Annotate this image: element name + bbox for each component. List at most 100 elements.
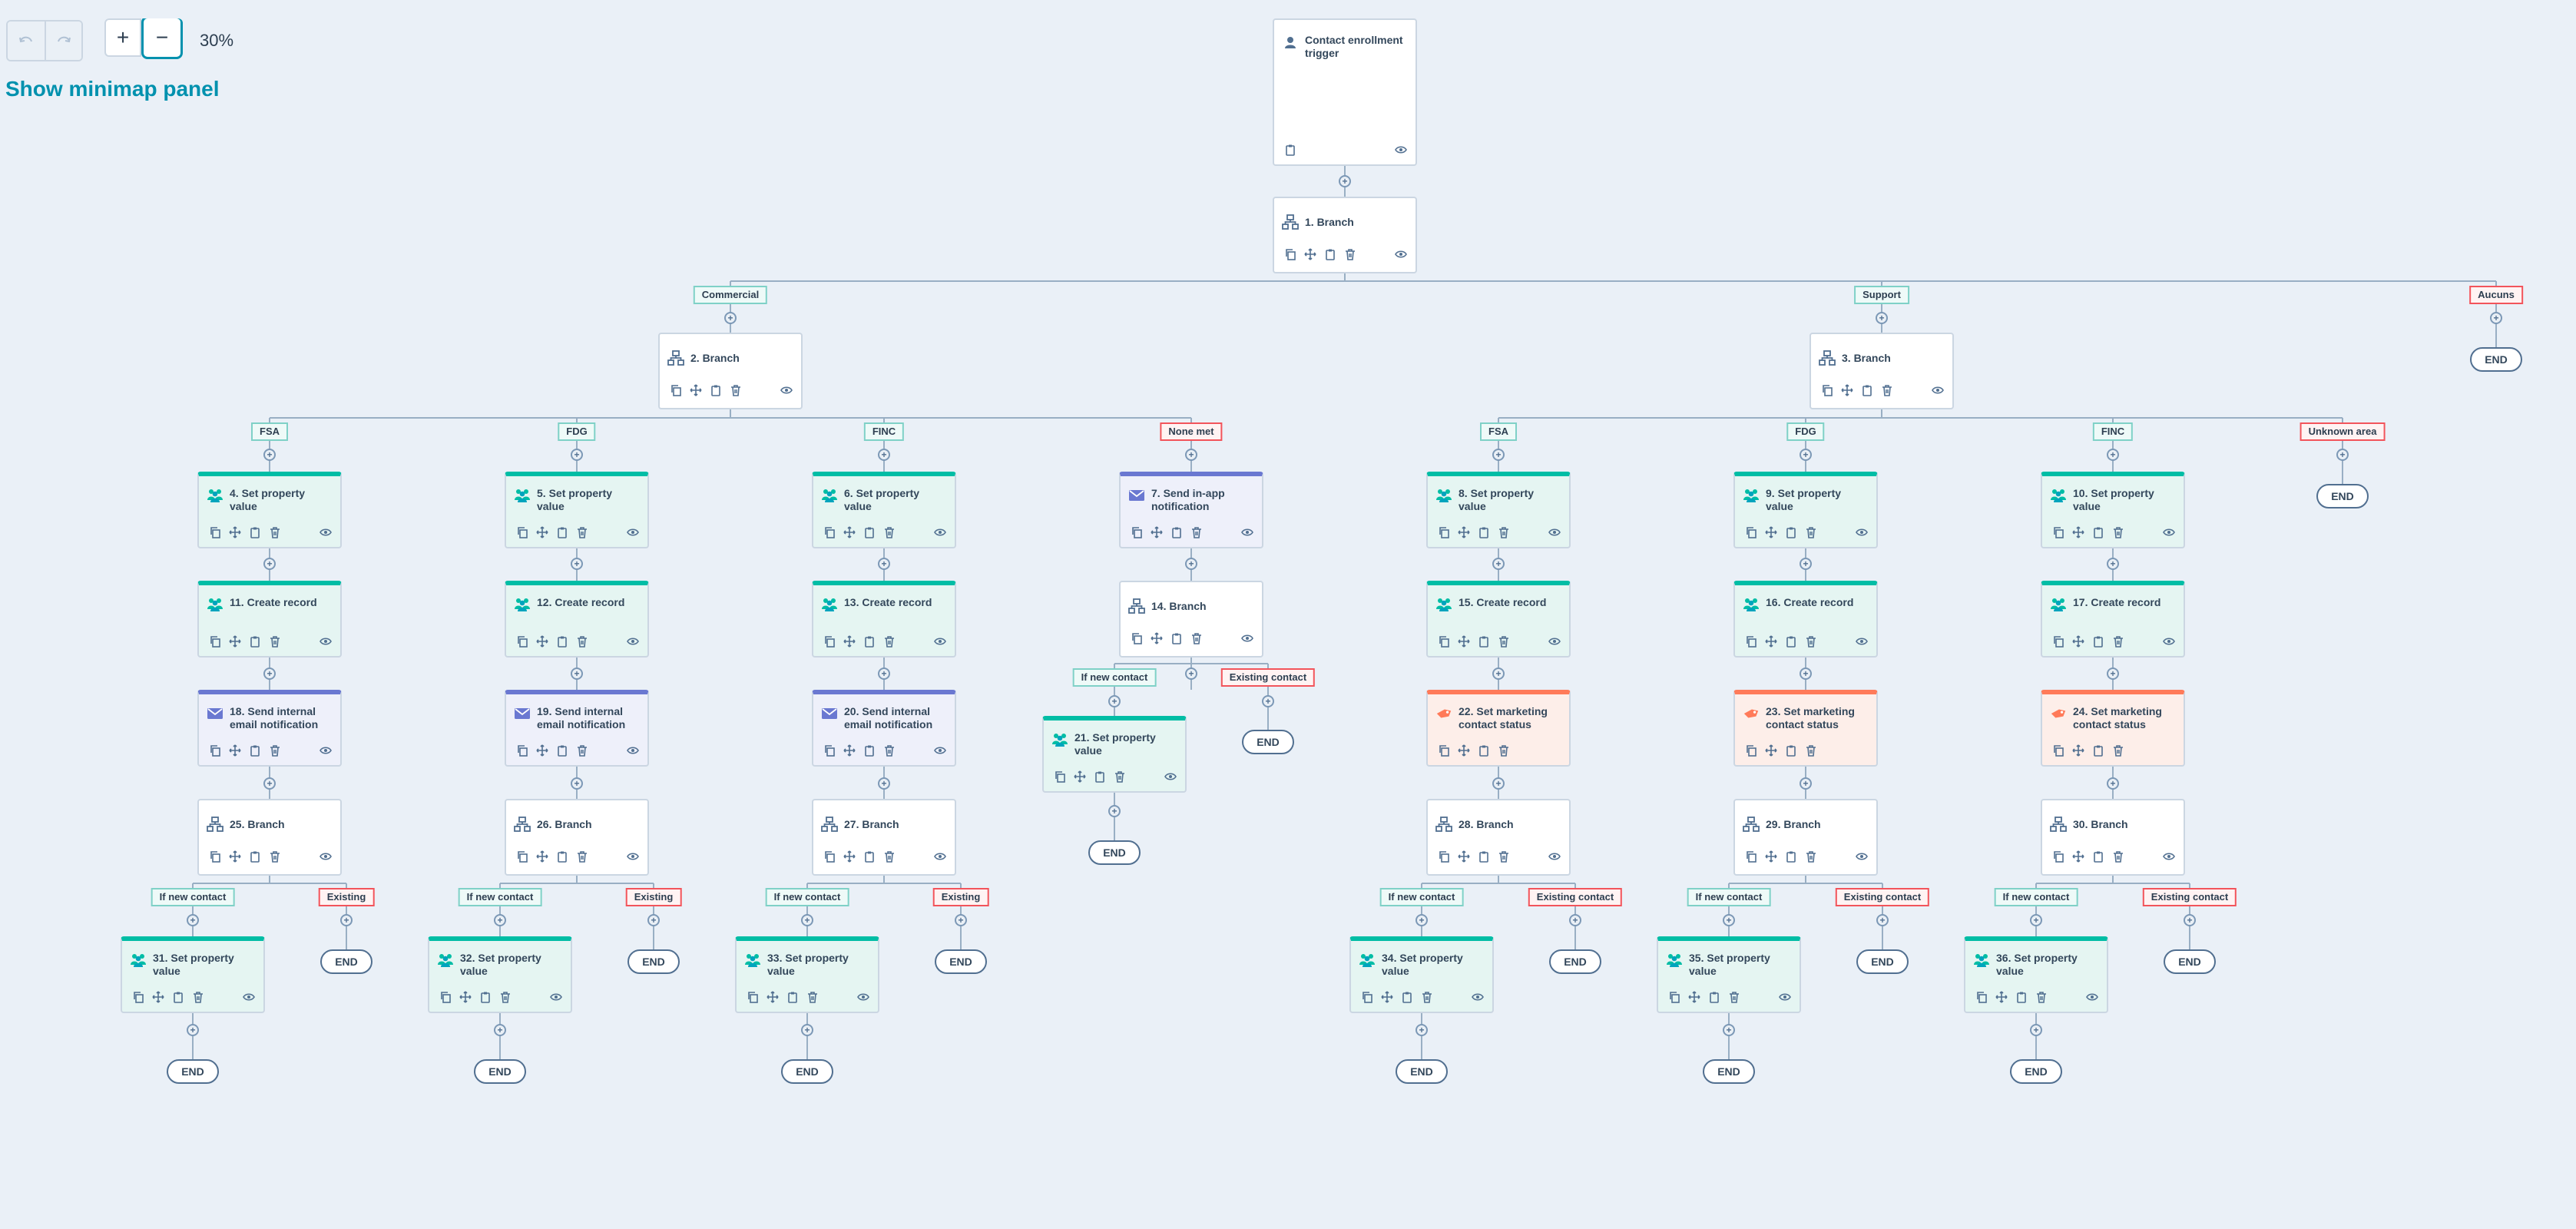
add-action-button[interactable]: + [878, 449, 890, 461]
clipboard-icon[interactable] [1784, 525, 1798, 539]
branch-label[interactable]: None met [1160, 422, 1223, 441]
trash-icon[interactable] [1497, 744, 1511, 757]
add-action-button[interactable]: + [1492, 449, 1505, 461]
copy-icon[interactable] [1130, 525, 1144, 539]
copy-icon[interactable] [1744, 525, 1758, 539]
eye-icon[interactable] [933, 850, 947, 863]
add-action-button[interactable]: + [955, 914, 967, 926]
move-icon[interactable] [535, 525, 549, 539]
clipboard-icon[interactable] [863, 744, 876, 757]
workflow-action-card[interactable]: 16. Create record [1733, 581, 1878, 658]
add-action-button[interactable]: + [1876, 312, 1888, 324]
workflow-action-card[interactable]: 7. Send in-app notification [1119, 472, 1263, 548]
trash-icon[interactable] [1880, 383, 1894, 397]
workflow-action-card[interactable]: 31. Set property value [121, 936, 265, 1013]
eye-icon[interactable] [1931, 383, 1945, 397]
clipboard-icon[interactable] [1860, 383, 1874, 397]
eye-icon[interactable] [1855, 634, 1869, 648]
workflow-action-card[interactable]: 32. Set property value [428, 936, 572, 1013]
eye-icon[interactable] [1394, 143, 1408, 157]
move-icon[interactable] [1764, 850, 1778, 863]
clipboard-icon[interactable] [1477, 634, 1491, 648]
move-icon[interactable] [1073, 770, 1087, 783]
trash-icon[interactable] [2111, 744, 2125, 757]
copy-icon[interactable] [1130, 631, 1144, 645]
copy-icon[interactable] [515, 744, 529, 757]
clipboard-icon[interactable] [2091, 525, 2105, 539]
move-icon[interactable] [2071, 850, 2085, 863]
trash-icon[interactable] [882, 744, 896, 757]
copy-icon[interactable] [1667, 990, 1681, 1004]
eye-icon[interactable] [1394, 247, 1408, 261]
eye-icon[interactable] [1471, 990, 1485, 1004]
add-action-button[interactable]: + [2336, 449, 2349, 461]
workflow-action-card[interactable]: 21. Set property value [1042, 716, 1187, 793]
eye-icon[interactable] [2162, 634, 2176, 648]
add-action-button[interactable]: + [2107, 558, 2119, 570]
clipboard-icon[interactable] [2091, 634, 2105, 648]
branch-label[interactable]: Unknown area [2300, 422, 2386, 441]
clipboard-icon[interactable] [555, 634, 569, 648]
move-icon[interactable] [1457, 525, 1471, 539]
copy-icon[interactable] [2051, 744, 2065, 757]
clipboard-icon[interactable] [1170, 525, 1184, 539]
copy-icon[interactable] [515, 634, 529, 648]
workflow-action-card[interactable]: 6. Set property value [812, 472, 956, 548]
add-action-button[interactable]: + [1492, 558, 1505, 570]
move-icon[interactable] [1457, 744, 1471, 757]
clipboard-icon[interactable] [709, 383, 723, 397]
trash-icon[interactable] [1804, 634, 1818, 648]
branch-label[interactable]: If new contact [765, 888, 849, 906]
trash-icon[interactable] [268, 850, 282, 863]
clipboard-icon[interactable] [248, 525, 262, 539]
workflow-action-card[interactable]: 29. Branch [1733, 799, 1878, 876]
add-action-button[interactable]: + [878, 558, 890, 570]
copy-icon[interactable] [1053, 770, 1067, 783]
add-action-button[interactable]: + [878, 668, 890, 680]
trash-icon[interactable] [575, 634, 589, 648]
move-icon[interactable] [151, 990, 165, 1004]
move-icon[interactable] [1764, 744, 1778, 757]
add-action-button[interactable]: + [1800, 668, 1812, 680]
move-icon[interactable] [843, 634, 856, 648]
workflow-action-card[interactable]: 33. Set property value [735, 936, 879, 1013]
eye-icon[interactable] [2162, 850, 2176, 863]
eye-icon[interactable] [780, 383, 793, 397]
copy-icon[interactable] [208, 525, 222, 539]
enrollment-trigger-card[interactable]: Contact enrollment trigger [1273, 18, 1417, 166]
workflow-action-card[interactable]: 35. Set property value [1657, 936, 1801, 1013]
add-action-button[interactable]: + [2490, 312, 2502, 324]
add-action-button[interactable]: + [1800, 449, 1812, 461]
clipboard-icon[interactable] [248, 634, 262, 648]
branch-label[interactable]: FINC [2092, 422, 2134, 441]
trash-icon[interactable] [2111, 850, 2125, 863]
workflow-action-card[interactable]: 24. Set marketing contact status [2041, 690, 2185, 767]
copy-icon[interactable] [1283, 247, 1297, 261]
clipboard-icon[interactable] [863, 634, 876, 648]
add-action-button[interactable]: + [1800, 558, 1812, 570]
clipboard-icon[interactable] [786, 990, 800, 1004]
trash-icon[interactable] [1190, 631, 1204, 645]
copy-icon[interactable] [746, 990, 760, 1004]
trash-icon[interactable] [1497, 525, 1511, 539]
clipboard-icon[interactable] [2015, 990, 2028, 1004]
clipboard-icon[interactable] [555, 744, 569, 757]
clipboard-icon[interactable] [1784, 744, 1798, 757]
copy-icon[interactable] [1820, 383, 1834, 397]
clipboard-icon[interactable] [1477, 850, 1491, 863]
eye-icon[interactable] [626, 525, 640, 539]
branch-label[interactable]: FDG [558, 422, 596, 441]
copy-icon[interactable] [2051, 634, 2065, 648]
copy-icon[interactable] [669, 383, 683, 397]
copy-icon[interactable] [823, 525, 836, 539]
branch-label[interactable]: FDG [1786, 422, 1825, 441]
clipboard-icon[interactable] [248, 850, 262, 863]
add-action-button[interactable]: + [1185, 668, 1197, 680]
workflow-action-card[interactable]: 28. Branch [1426, 799, 1571, 876]
workflow-action-card[interactable]: 36. Set property value [1964, 936, 2108, 1013]
add-action-button[interactable]: + [494, 1024, 506, 1036]
workflow-action-card[interactable]: 15. Create record [1426, 581, 1571, 658]
eye-icon[interactable] [933, 744, 947, 757]
workflow-action-card[interactable]: 1. Branch [1273, 197, 1417, 273]
add-action-button[interactable]: + [801, 1024, 813, 1036]
